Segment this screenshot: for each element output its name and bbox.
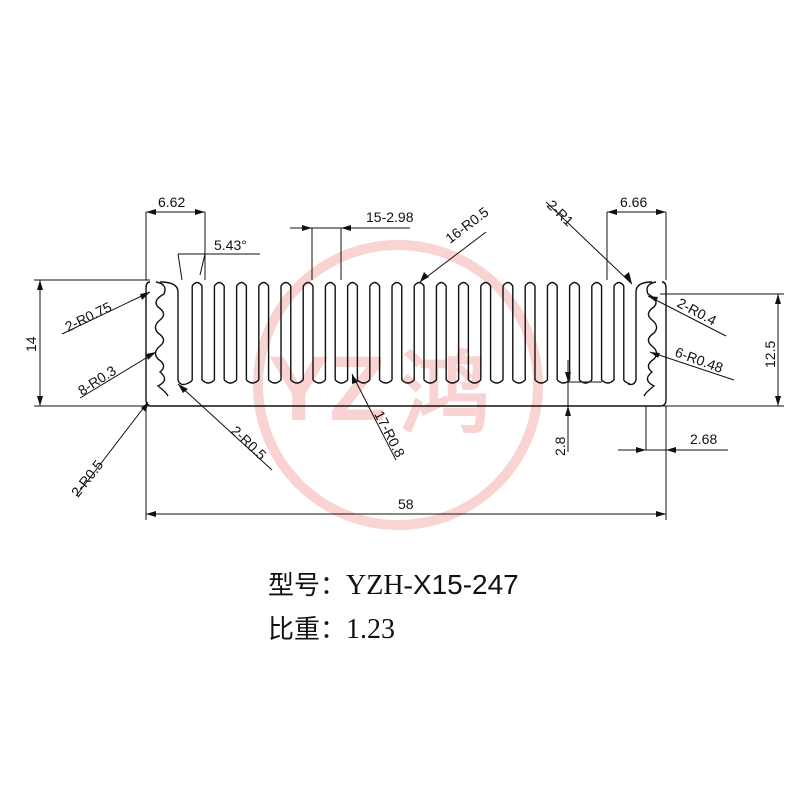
dim-fin-pitch: 15-2.98 bbox=[366, 209, 414, 225]
weight-value: 1.23 bbox=[346, 614, 396, 645]
dim-right-groove-radius: 6-R0.48 bbox=[673, 344, 725, 376]
fin-root bbox=[467, 379, 482, 384]
fin-root bbox=[490, 379, 504, 384]
fin-root bbox=[379, 379, 393, 384]
fin bbox=[235, 281, 248, 380]
dim-overall-height: 14 bbox=[23, 336, 39, 352]
left-wall-outer bbox=[145, 281, 153, 407]
fin-root bbox=[512, 379, 526, 384]
dim-overall-width: 58 bbox=[398, 496, 414, 512]
dim-bottom-left-radius: 2-R0.5 bbox=[68, 457, 107, 500]
fin-root bbox=[290, 379, 304, 384]
fin bbox=[391, 281, 403, 380]
leader-line bbox=[199, 253, 206, 276]
dim-left-groove-radius: 8-R0.3 bbox=[75, 362, 119, 398]
fin bbox=[346, 281, 359, 380]
fin bbox=[613, 281, 625, 380]
fin bbox=[280, 281, 292, 380]
leader-line bbox=[61, 291, 151, 335]
weight-label: 比重： bbox=[268, 615, 347, 645]
fin bbox=[502, 281, 514, 380]
fin-root bbox=[356, 379, 371, 384]
fin bbox=[191, 281, 203, 380]
right-wall-inner bbox=[627, 281, 653, 386]
left-wall-inner bbox=[159, 281, 187, 386]
fin bbox=[546, 281, 558, 380]
dim-base-thickness: 2.8 bbox=[552, 436, 568, 456]
fin-root bbox=[312, 379, 326, 384]
leader-line bbox=[647, 295, 727, 337]
fin bbox=[324, 281, 336, 380]
left-wall-grooves bbox=[154, 281, 169, 397]
fin bbox=[213, 281, 225, 380]
fin-root bbox=[201, 379, 215, 384]
watermark-ring bbox=[253, 240, 543, 530]
dim-inner-height: 12.5 bbox=[762, 341, 778, 368]
fin-root bbox=[268, 379, 282, 384]
fin-root bbox=[556, 379, 571, 384]
fin bbox=[568, 281, 581, 380]
dim-corner-radius-top-left: 2-R0.75 bbox=[62, 298, 114, 334]
leader-line bbox=[75, 401, 149, 497]
weight-caption: 比重：1.23 bbox=[268, 609, 395, 646]
fin-root bbox=[445, 379, 460, 384]
fin bbox=[302, 281, 314, 380]
model-caption: 型号：YZH-X15-247 bbox=[268, 565, 519, 602]
fin bbox=[480, 281, 492, 380]
right-wall-outer bbox=[659, 281, 667, 407]
fin-root bbox=[245, 379, 260, 384]
leader-line bbox=[545, 201, 633, 285]
fin bbox=[591, 281, 603, 380]
leader-line bbox=[79, 351, 157, 399]
leader-line bbox=[177, 253, 183, 281]
fin-root bbox=[401, 379, 415, 384]
leader-line bbox=[419, 231, 487, 283]
dim-right-edge-width: 6.66 bbox=[620, 194, 647, 210]
heatsink-profile bbox=[145, 281, 667, 407]
leader-line bbox=[177, 383, 273, 471]
watermark-glyph: 鸿 bbox=[400, 342, 490, 447]
dim-right-wall: 2.68 bbox=[690, 431, 717, 447]
watermark-letters: YZ bbox=[268, 338, 386, 440]
fin bbox=[369, 281, 381, 380]
fin-root bbox=[185, 379, 193, 385]
arrowheads bbox=[37, 209, 781, 517]
dim-fin-angle: 5.43° bbox=[214, 237, 247, 253]
fin bbox=[435, 281, 447, 380]
fin-root bbox=[623, 379, 631, 385]
leader-line bbox=[649, 351, 735, 381]
fin-root bbox=[601, 379, 615, 384]
dim-right-corner-radius: 2-R0.4 bbox=[675, 295, 720, 329]
fin bbox=[524, 281, 536, 380]
fin-root bbox=[423, 379, 437, 384]
dim-fin-tip-radius: 16-R0.5 bbox=[442, 204, 492, 247]
fin-root bbox=[334, 379, 349, 384]
model-code: X15-247 bbox=[412, 569, 519, 600]
fin bbox=[457, 281, 470, 380]
watermark: YZ 鸿 bbox=[253, 240, 543, 530]
fin bbox=[413, 281, 425, 380]
dim-corner-radius-top-right: 2-R1 bbox=[544, 197, 577, 230]
model-label: 型号： bbox=[268, 571, 347, 601]
fin-root bbox=[534, 379, 548, 384]
dim-left-edge-width: 6.62 bbox=[158, 194, 185, 210]
leader-line bbox=[351, 373, 397, 461]
fin-root bbox=[578, 379, 593, 384]
model-prefix: YZH- bbox=[346, 570, 413, 601]
fin-root bbox=[223, 379, 238, 384]
fin bbox=[258, 281, 270, 380]
